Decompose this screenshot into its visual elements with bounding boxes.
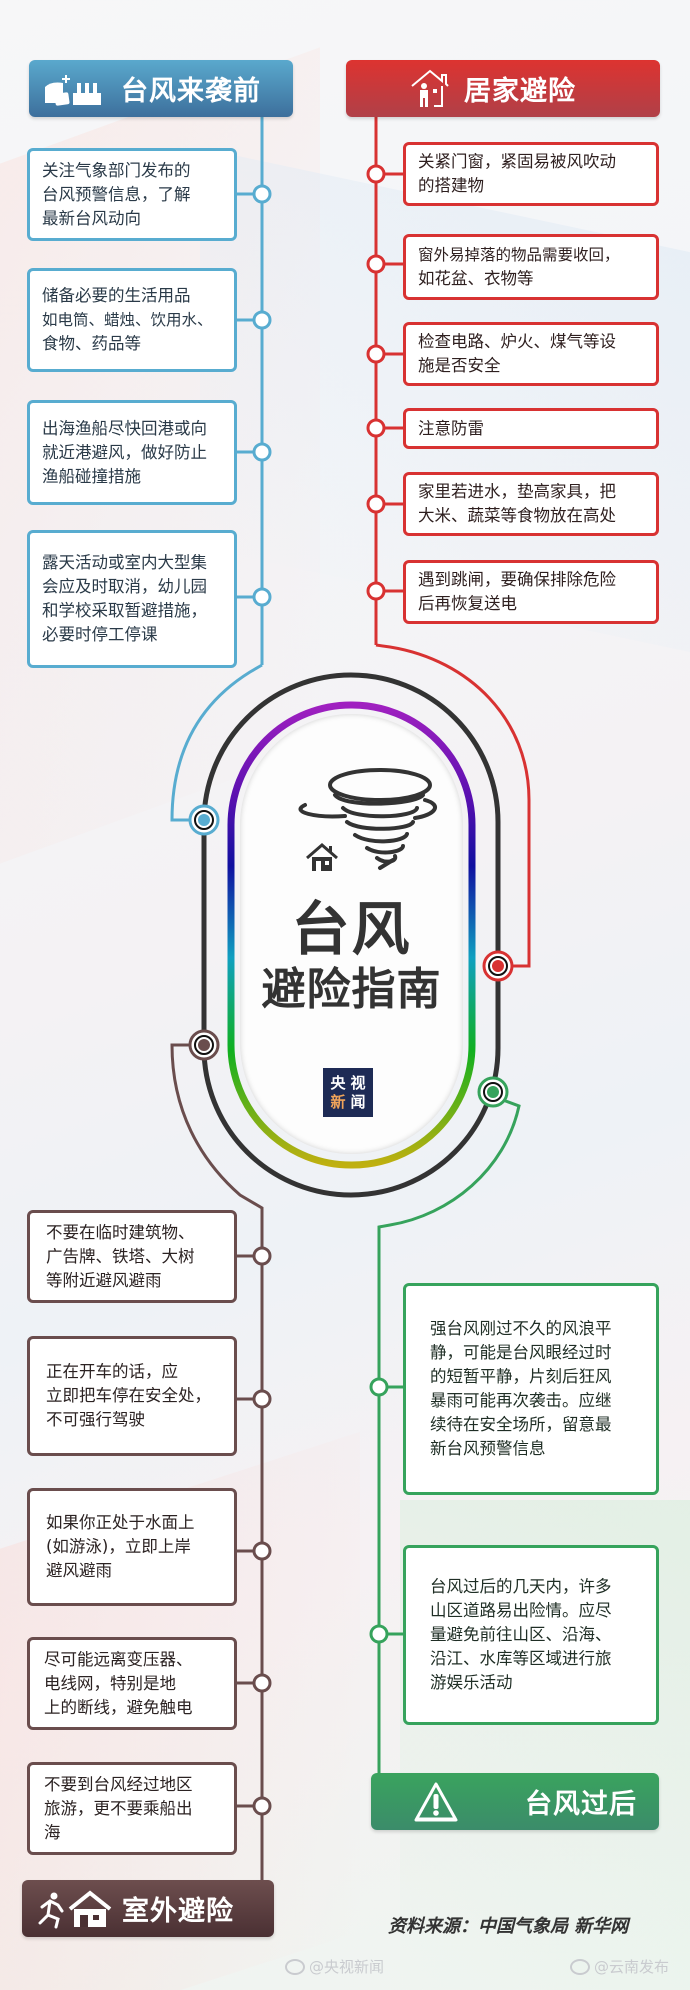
section-header-outdoor: 室外避险	[22, 1880, 274, 1937]
home-item-1: 关紧门窗，紧固易被风吹动的搭建物	[403, 142, 659, 206]
warning-icon	[413, 1781, 459, 1823]
before-item-1: 关注气象部门发布的台风预警信息，了解最新台风动向	[27, 148, 237, 241]
outdoor-timeline	[170, 1043, 264, 1880]
outdoor-item-5: 不要到台风经过地区旅游，更不要乘船出海	[27, 1762, 237, 1855]
section-title: 台风过后	[525, 1789, 637, 1820]
loop-node-before	[188, 804, 220, 836]
tornado-icon	[298, 768, 438, 870]
source-credit: 资料来源：中国气象局 新华网	[388, 1916, 629, 1937]
outdoor-item-2: 正在开车的话，应立即把车停在安全处，不可强行驾驶	[27, 1336, 237, 1456]
loop-node-after	[477, 1076, 509, 1108]
home-item-2: 窗外易掉落的物品需要收回，如花盆、衣物等	[403, 234, 659, 300]
section-title: 台风来袭前	[121, 76, 261, 107]
home-item-5: 家里若进水，垫高家具，把大米、蔬菜等食物放在高处	[403, 472, 659, 536]
home-item-4: 注意防雷	[403, 408, 659, 449]
logo-char: 闻	[350, 1092, 366, 1111]
watermark-right: @云南发布	[570, 1956, 669, 1977]
outdoor-item-1: 不要在临时建筑物、广告牌、铁塔、大树等附近避风避雨	[27, 1210, 237, 1303]
running-person-house-icon	[36, 1889, 112, 1929]
before-item-4: 露天活动或室内大型集会应及时取消，幼儿园和学校采取暂避措施，必要时停工停课	[27, 530, 237, 668]
outdoor-item-3: 如果你正处于水面上(如游泳)，立即上岸避风避雨	[27, 1488, 237, 1606]
section-title: 居家避险	[464, 76, 576, 107]
logo-char: 视	[350, 1073, 366, 1092]
outer-loop	[201, 672, 501, 1198]
logo-char: 央	[330, 1073, 346, 1092]
weibo-icon	[285, 1958, 305, 1975]
home-item-3: 检查电路、炉火、煤气等设施是否安全	[403, 322, 659, 386]
home-item-6: 遇到跳闸，要确保排除危险后再恢复送电	[403, 560, 659, 624]
cctv-news-logo: 央 视 新 闻	[323, 1068, 373, 1117]
main-title: 台风	[291, 895, 412, 963]
section-header-before: 台风来袭前	[29, 60, 293, 117]
home-timeline	[374, 117, 531, 968]
loop-node-home	[482, 950, 514, 982]
after-timeline	[377, 1098, 521, 1773]
section-title: 室外避险	[122, 1896, 234, 1927]
main-subtitle: 避险指南	[261, 964, 442, 1015]
after-item-2: 台风过后的几天内，许多山区道路易出险情。应尽量避免前往山区、沿海、沿江、水库等区…	[403, 1545, 659, 1725]
before-item-2: 储备必要的生活用品如电筒、蜡烛、饮用水、食物、药品等	[27, 268, 237, 372]
after-item-1: 强台风刚过不久的风浪平静，可能是台风眼经过时的短暂平静，片刻后狂风暴雨可能再次袭…	[403, 1283, 659, 1495]
supplies-icon	[41, 69, 111, 109]
before-timeline	[170, 117, 264, 822]
weibo-icon	[570, 1958, 590, 1975]
watermark-left: @央视新闻	[285, 1956, 384, 1977]
outdoor-item-4: 尽可能远离变压器、电线网，特别是地上的断线，避免触电	[27, 1637, 237, 1730]
person-house-icon	[410, 68, 450, 110]
logo-char: 新	[330, 1092, 346, 1111]
section-header-after: 台风过后	[371, 1773, 659, 1830]
section-header-home: 居家避险	[346, 60, 660, 117]
before-item-3: 出海渔船尽快回港或向就近港避风，做好防止渔船碰撞措施	[27, 400, 237, 505]
house-icon	[306, 843, 338, 871]
loop-node-outdoor	[188, 1029, 220, 1061]
rainbow-loop	[227, 701, 476, 1169]
